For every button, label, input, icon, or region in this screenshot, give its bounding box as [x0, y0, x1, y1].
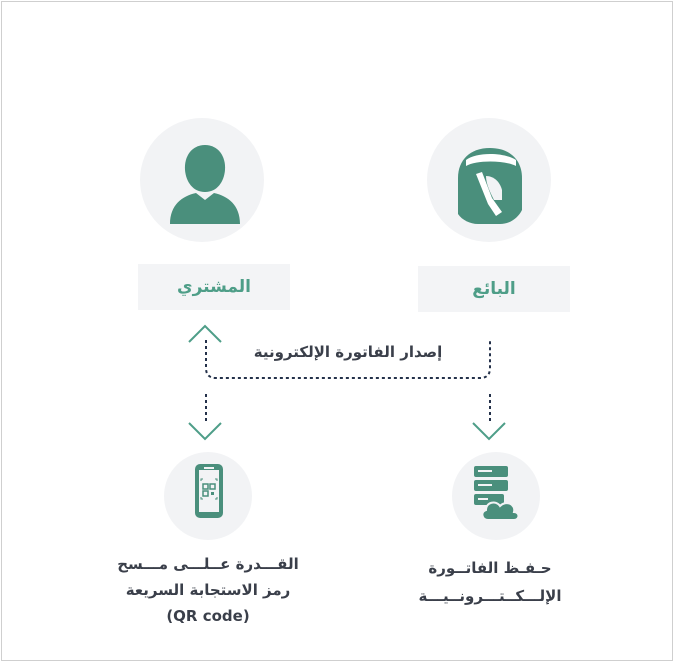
- buyer-outcome-line1: القـــدرة عــلـــى مـــسح: [117, 555, 299, 573]
- flow-label: إصدار الفاتورة الإلكترونية: [253, 343, 443, 361]
- down-arrow-icon: [472, 422, 506, 441]
- buyer-label-box: المشتري: [138, 264, 290, 310]
- seller-person-icon: [458, 148, 522, 224]
- buyer-outcome-line2: رمز الاستجابة السريعة: [125, 581, 291, 599]
- up-arrow-icon: [188, 324, 222, 343]
- seller-outcome-line2: الإلـــكــتـــرونــيـــة: [418, 587, 562, 605]
- flow-connector: [205, 340, 491, 379]
- buyer-person-icon: [170, 145, 240, 224]
- buyer-label: المشتري: [176, 277, 251, 297]
- seller-label-box: البائع: [418, 266, 570, 312]
- qr-phone-icon: [195, 464, 223, 518]
- buyer-outcome-line3: (QR code): [166, 607, 250, 625]
- server-cloud-icon: [474, 466, 520, 521]
- seller-label: البائع: [472, 279, 516, 299]
- seller-outcome-line1: حـفـظ الفاتــورة: [428, 559, 552, 577]
- down-arrow-icon: [188, 422, 222, 441]
